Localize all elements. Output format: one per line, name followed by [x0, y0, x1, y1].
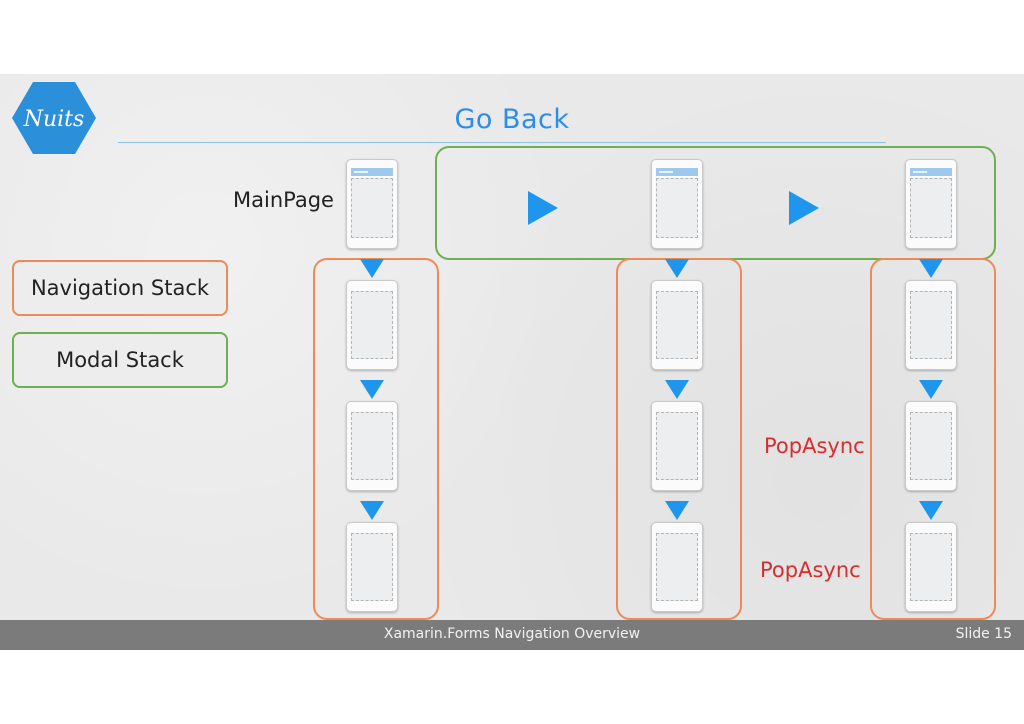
page-phone [905, 522, 957, 612]
page-phone [651, 522, 703, 612]
page-phone [346, 401, 398, 491]
main-page-label: MainPage [233, 188, 334, 212]
title-rule [118, 142, 886, 143]
nuits-logo: Nuits [12, 82, 96, 154]
logo-text: Nuits [23, 107, 85, 132]
slide-number: Slide 15 [955, 626, 1012, 642]
arrow-down-icon [919, 380, 943, 399]
legend-navigation-stack: Navigation Stack [12, 260, 228, 316]
page-phone [651, 280, 703, 370]
page-phone [905, 401, 957, 491]
legend-navigation-stack-label: Navigation Stack [30, 276, 210, 300]
footer-title: Xamarin.Forms Navigation Overview [383, 626, 641, 642]
arrow-down-icon [665, 380, 689, 399]
arrow-down-icon [360, 259, 384, 278]
arrow-down-icon [665, 259, 689, 278]
page-phone [346, 522, 398, 612]
modal-page-phone [651, 159, 703, 249]
popasync-label: PopAsync [764, 434, 865, 458]
legend-modal-stack: Modal Stack [12, 332, 228, 388]
page-phone [346, 280, 398, 370]
legend-modal-stack-label: Modal Stack [56, 348, 184, 372]
modal-page-phone [905, 159, 957, 249]
arrow-right-icon [528, 191, 558, 225]
slide-title: Go Back [454, 104, 570, 135]
arrow-down-icon [919, 259, 943, 278]
arrow-down-icon [665, 501, 689, 520]
arrow-down-icon [919, 501, 943, 520]
arrow-right-icon [789, 191, 819, 225]
page-phone [905, 280, 957, 370]
page-phone [651, 401, 703, 491]
arrow-down-icon [360, 501, 384, 520]
main-page-phone [346, 159, 398, 249]
slide-footer: Xamarin.Forms Navigation Overview Slide … [0, 620, 1024, 650]
popasync-label: PopAsync [760, 558, 861, 582]
slide: Nuits Go Back Navigation Stack Modal Sta… [0, 74, 1024, 650]
arrow-down-icon [360, 380, 384, 399]
